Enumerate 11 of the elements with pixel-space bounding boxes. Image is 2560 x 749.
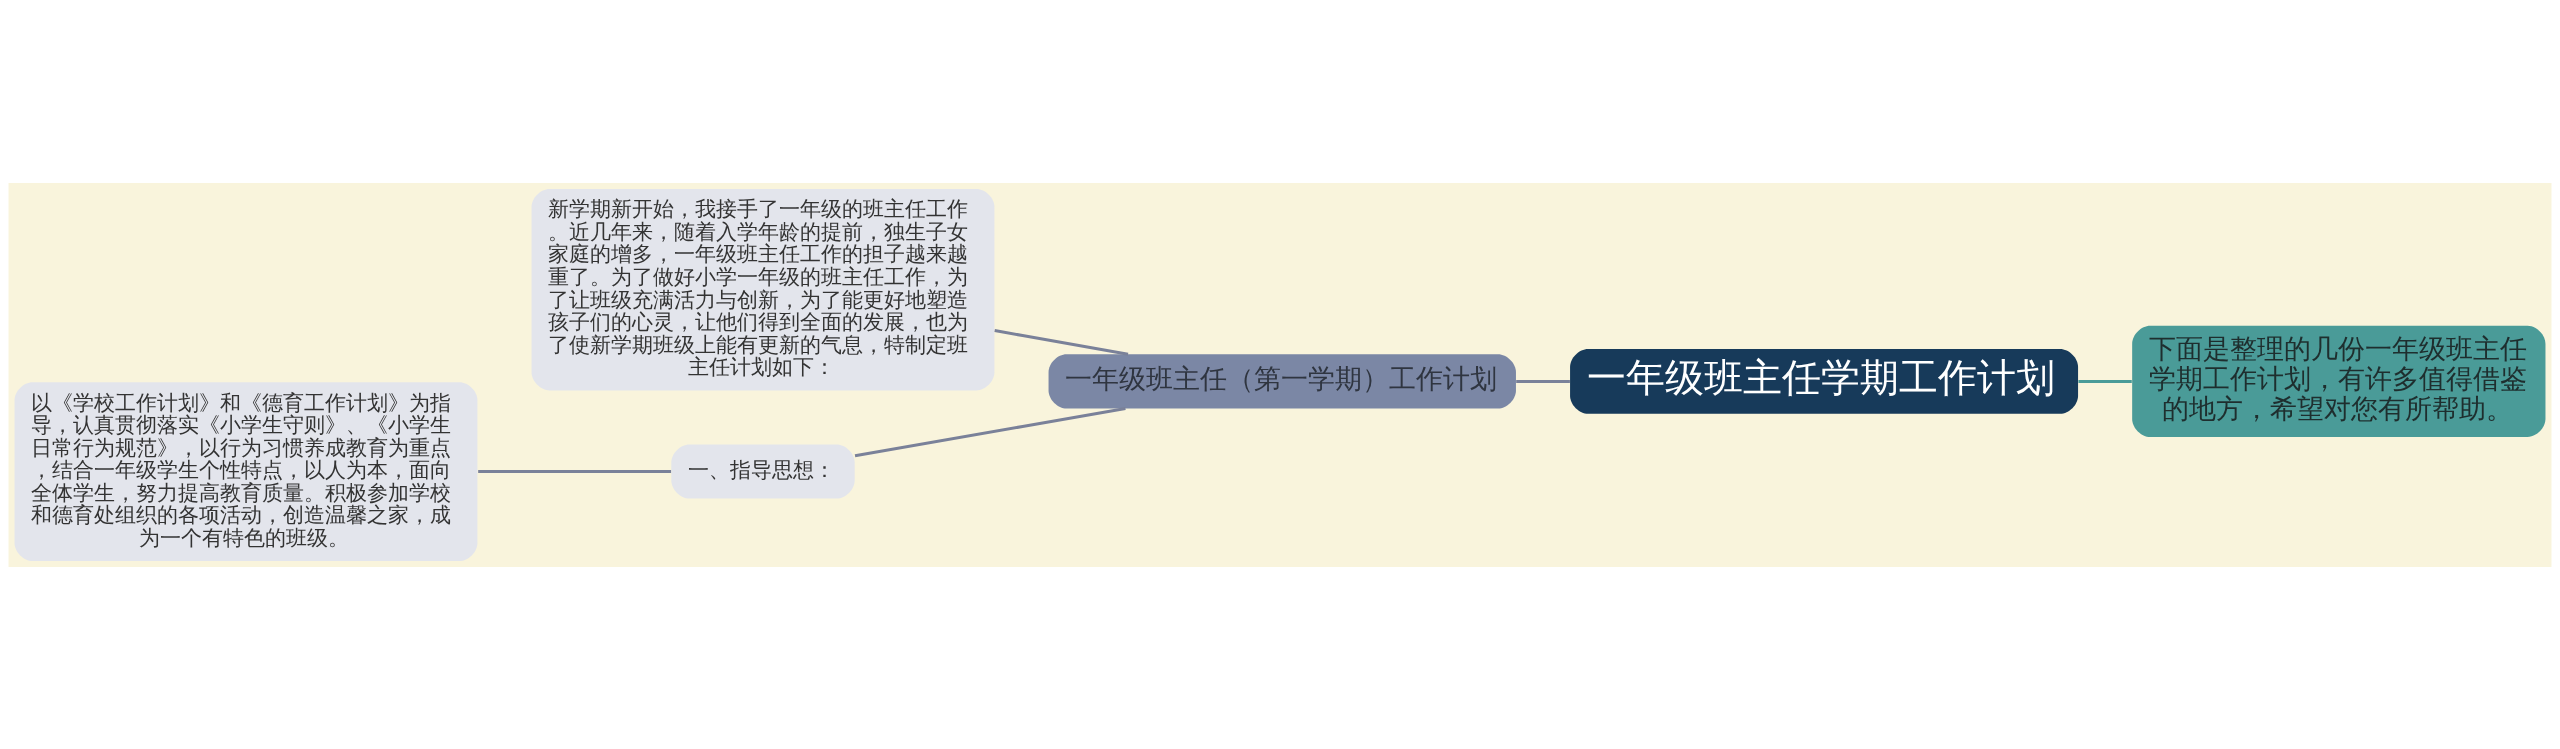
connector [994, 328, 1129, 356]
node-box: 一年级班主任学期工作计划 [1570, 348, 2079, 414]
connector [478, 469, 672, 473]
connector [1516, 379, 1570, 383]
node-box: 以《学校工作计划》和《德育工作计划》为指导，认真贯彻落实《小学生守则》、《小学生日常行为规范》，以行为习惯养成教育为重点，结合一年级学生个性特点，以人为本，面向全体学生，努力提高教育质量。积极参加学校和德育处组织的各项活动，创造温馨之家，成为一个有特色的班级。 [14, 381, 478, 561]
connector [2078, 379, 2132, 383]
connector [854, 406, 1126, 457]
node-box: 一年级班主任（第一学期）工作计划 [1048, 353, 1516, 408]
node-box: 新学期新开始，我接手了一年级的班主任工作。近几年来，随着入学年龄的提前，独生子女家庭的增多，一年级班主任工作的担子越来越重了。为了做好小学一年级的班主任工作，为了让班级充满活力与创新，为了能更好地塑造孩子们的心灵，让他们得到全面的发展，也为了使新学期班级上能有更新的气息，特制定班主任计划如下： [531, 188, 995, 390]
node-box: 一、指导思想： [671, 444, 855, 499]
node-box: 下面是整理的几份一年级班主任学期工作计划，有许多值得借鉴的地方，希望对您有所帮助。 [2132, 325, 2546, 437]
